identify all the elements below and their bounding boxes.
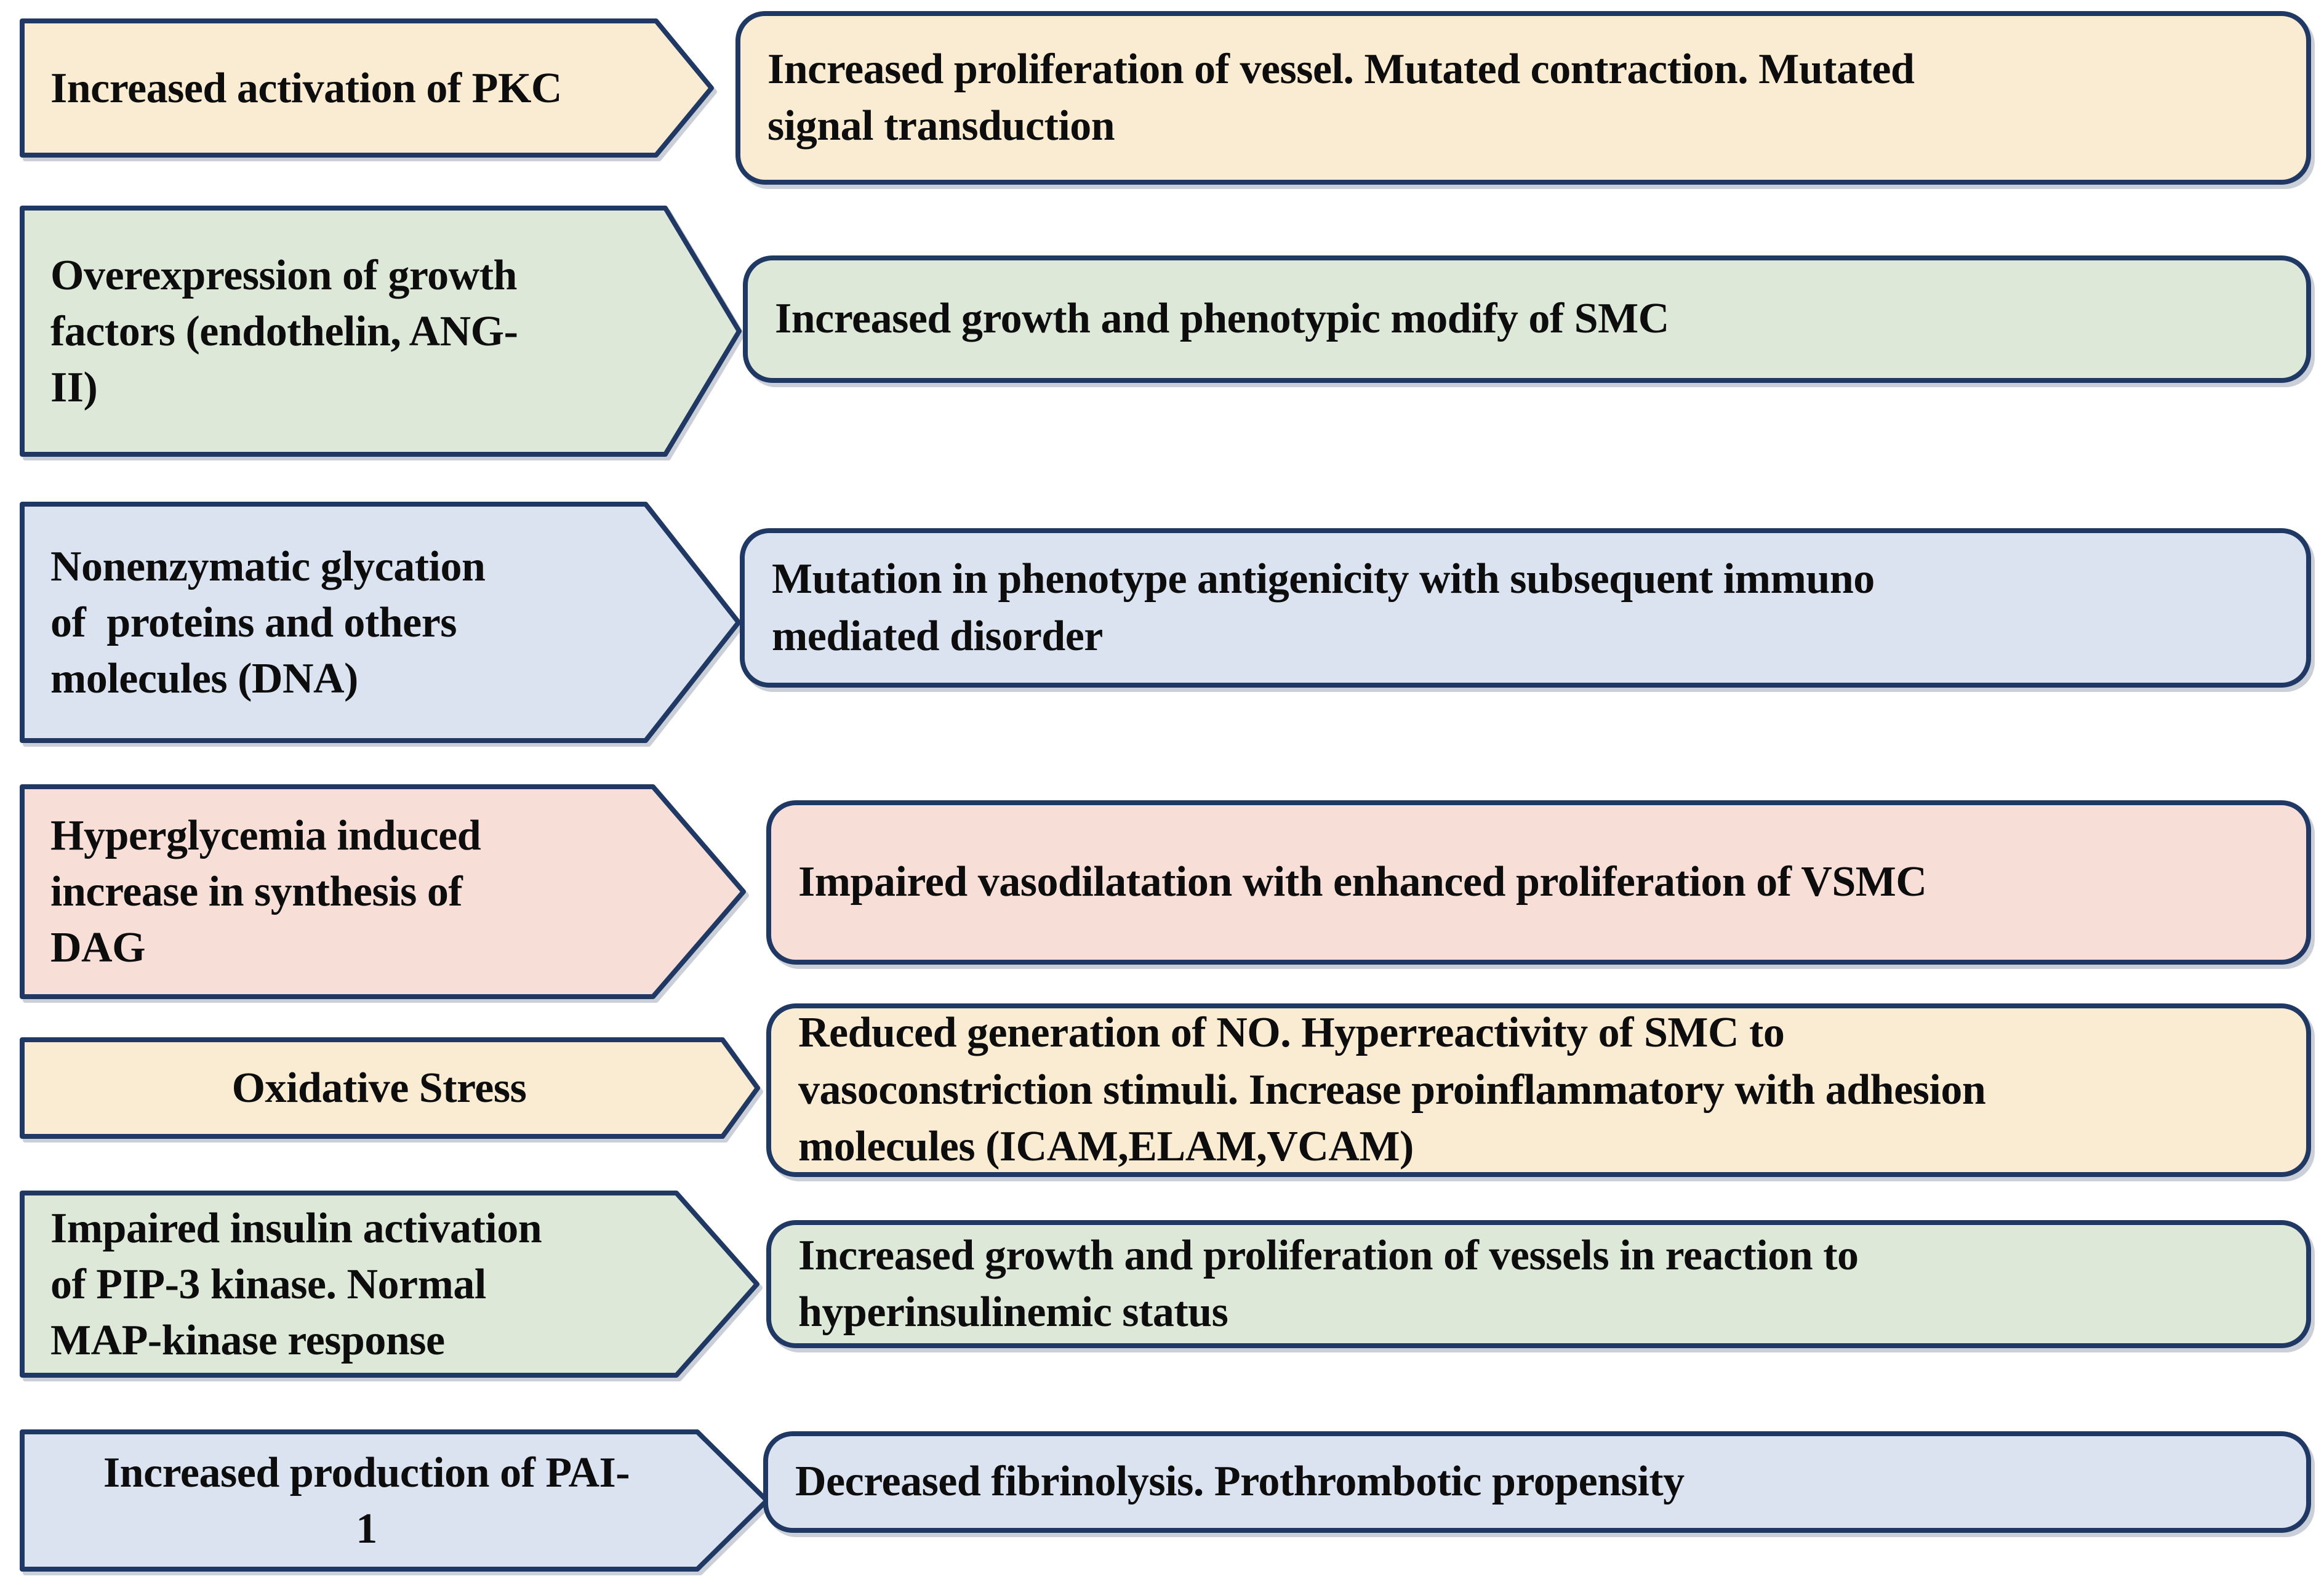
cause-arrow: Increased production of PAI- 1: [18, 1428, 771, 1573]
cause-label: Impaired insulin activation of PIP-3 kin…: [50, 1204, 542, 1364]
arrow-shape: [20, 502, 741, 743]
effect-box: Reduced generation of NO. Hyperreactivit…: [766, 1003, 2311, 1177]
effect-label: Mutation in phenotype antigenicity with …: [772, 555, 1875, 660]
cause-label: Increased activation of PKC: [50, 64, 562, 112]
effect-label: Decreased fibrinolysis. Prothrombotic pr…: [795, 1458, 1685, 1506]
arrow-shape: [20, 1429, 769, 1572]
right-arrow-icon: [20, 502, 741, 743]
effect-label: Increased proliferation of vessel. Mutat…: [767, 45, 1915, 150]
effect-box: Mutation in phenotype antigenicity with …: [740, 528, 2311, 688]
cause-label: Nonenzymatic glycation of proteins and o…: [50, 542, 486, 702]
cause-arrow: Oxidative Stress: [18, 1036, 761, 1140]
effect-box: Increased growth and proliferation of ve…: [766, 1220, 2311, 1348]
cause-arrow: Hyperglycemia induced increase in synthe…: [18, 783, 747, 1000]
cause-arrow: Impaired insulin activation of PIP-3 kin…: [18, 1189, 761, 1379]
cause-arrow: Nonenzymatic glycation of proteins and o…: [18, 500, 742, 744]
arrow-shape: [20, 784, 746, 999]
right-arrow-icon: [20, 1191, 759, 1378]
effect-box: Increased growth and phenotypic modify o…: [743, 255, 2311, 383]
right-arrow-icon: [20, 784, 746, 999]
cause-label: Oxidative Stress: [231, 1064, 527, 1112]
right-arrow-icon: [20, 1429, 769, 1572]
cause-label: Overexpression of growth factors (endoth…: [50, 251, 518, 411]
arrow-shape: [20, 18, 714, 158]
right-arrow-icon: [20, 18, 714, 158]
arrow-shape: [20, 1037, 760, 1139]
effect-box: Decreased fibrinolysis. Prothrombotic pr…: [763, 1431, 2311, 1533]
effect-label: Increased growth and phenotypic modify o…: [775, 295, 1669, 343]
cause-arrow: Overexpression of growth factors (endoth…: [18, 204, 743, 458]
right-arrow-icon: [20, 206, 742, 457]
cause-arrow: Increased activation of PKC: [18, 17, 715, 159]
arrow-shape: [20, 1191, 759, 1378]
effect-box: Increased proliferation of vessel. Mutat…: [735, 11, 2311, 185]
effect-label: Increased growth and proliferation of ve…: [798, 1231, 1859, 1336]
right-arrow-icon: [20, 1037, 760, 1139]
cause-label: Increased production of PAI- 1: [103, 1448, 630, 1553]
effect-label: Reduced generation of NO. Hyperreactivit…: [798, 1009, 1986, 1171]
cause-label: Hyperglycemia induced increase in synthe…: [50, 812, 481, 971]
arrow-shape: [20, 206, 742, 457]
effect-label: Impaired vasodilatation with enhanced pr…: [798, 858, 1927, 906]
effect-box: Impaired vasodilatation with enhanced pr…: [766, 800, 2311, 965]
